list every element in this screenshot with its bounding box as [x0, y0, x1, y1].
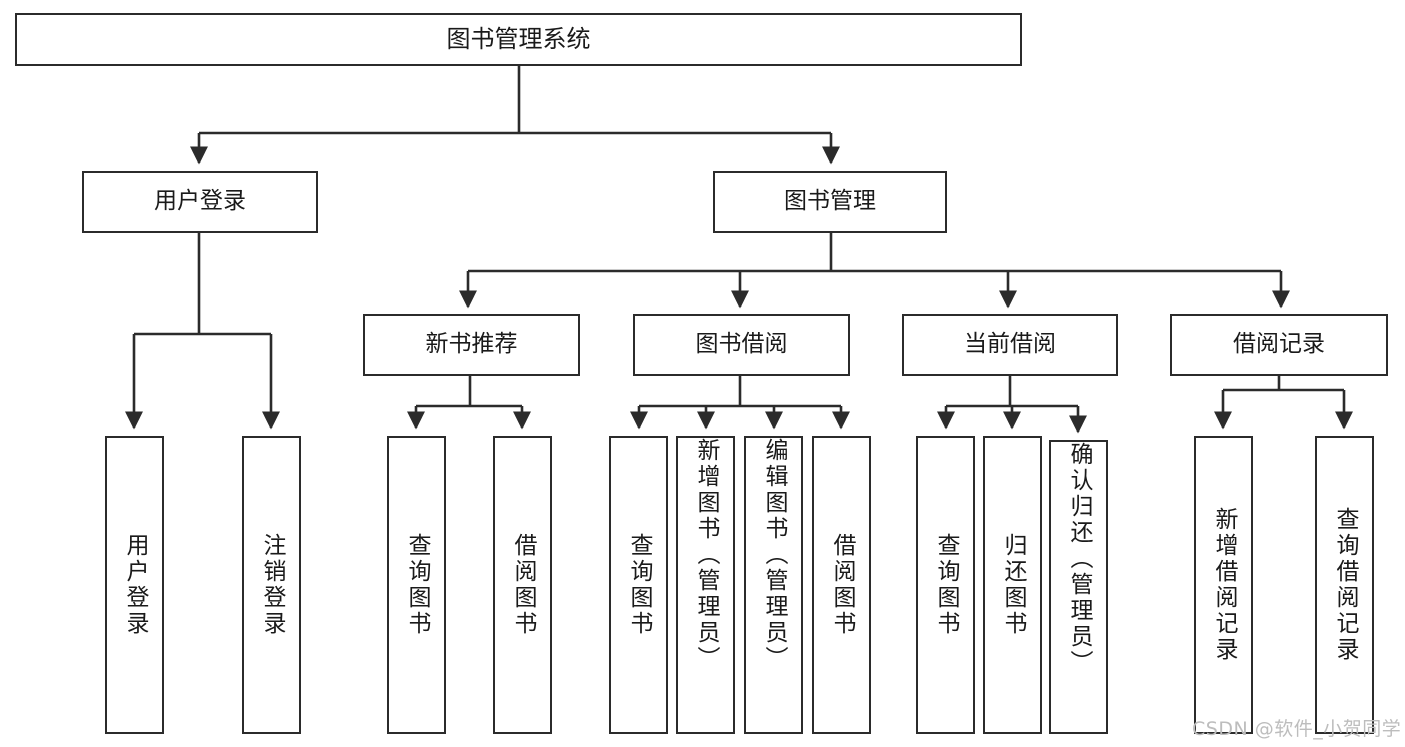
leaf-borrow-add-book-admin[interactable]: 新增图书（管理员）	[676, 436, 735, 734]
leaf-record-query-record[interactable]: 查询借阅记录	[1315, 436, 1374, 734]
node-label: 新增借阅记录	[1211, 507, 1237, 663]
node-user-login[interactable]: 用户登录	[82, 171, 318, 233]
node-borrow-record[interactable]: 借阅记录	[1170, 314, 1388, 376]
node-label: 注销登录	[259, 533, 285, 637]
leaf-record-add-record[interactable]: 新增借阅记录	[1194, 436, 1253, 734]
leaf-borrow-edit-book-admin[interactable]: 编辑图书（管理员）	[744, 436, 803, 734]
node-label: 新书推荐	[425, 331, 518, 358]
leaf-current-query-book[interactable]: 查询图书	[916, 436, 975, 734]
node-label: 当前借阅	[964, 331, 1056, 358]
node-label: 编辑图书（管理员）	[761, 438, 787, 672]
node-root-system[interactable]: 图书管理系统	[15, 13, 1022, 66]
node-book-management[interactable]: 图书管理	[713, 171, 947, 233]
watermark-csdn: CSDN @软件_小贺同学	[1192, 718, 1402, 740]
leaf-borrow-query-book[interactable]: 查询图书	[609, 436, 668, 734]
node-book-borrow[interactable]: 图书借阅	[633, 314, 850, 376]
node-label: 借阅记录	[1233, 331, 1325, 358]
node-label: 新增图书（管理员）	[693, 438, 719, 672]
node-label: 查询图书	[933, 533, 959, 637]
node-new-book-recommend[interactable]: 新书推荐	[363, 314, 580, 376]
node-label: 查询借阅记录	[1332, 507, 1358, 663]
node-label: 查询图书	[404, 533, 430, 637]
node-label: 图书管理系统	[446, 25, 591, 54]
node-label: 查询图书	[626, 533, 652, 637]
leaf-current-return-book[interactable]: 归还图书	[983, 436, 1042, 734]
node-label: 用户登录	[122, 533, 148, 637]
node-label: 借阅图书	[829, 533, 855, 637]
node-label: 图书借阅	[695, 331, 788, 358]
node-label: 确认归还（管理员）	[1066, 442, 1092, 676]
node-label: 用户登录	[154, 188, 246, 215]
leaf-user-login-login[interactable]: 用户登录	[105, 436, 164, 734]
leaf-borrow-borrow-book[interactable]: 借阅图书	[812, 436, 871, 734]
node-label: 图书管理	[784, 188, 876, 215]
leaf-user-login-logout[interactable]: 注销登录	[242, 436, 301, 734]
leaf-current-confirm-return-admin[interactable]: 确认归还（管理员）	[1049, 440, 1108, 734]
node-label: 借阅图书	[510, 533, 536, 637]
node-current-borrow[interactable]: 当前借阅	[902, 314, 1118, 376]
leaf-recommend-query-book[interactable]: 查询图书	[387, 436, 446, 734]
node-label: 归还图书	[1000, 533, 1026, 637]
leaf-recommend-borrow-book[interactable]: 借阅图书	[493, 436, 552, 734]
